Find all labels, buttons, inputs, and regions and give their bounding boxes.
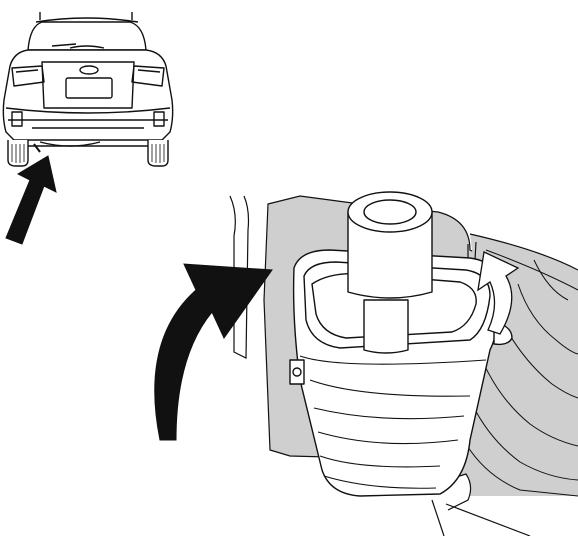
muffler-icon xyxy=(289,191,513,497)
car-rear-icon xyxy=(2,12,174,167)
curved-arrow-icon xyxy=(154,263,273,441)
arrow-icon xyxy=(5,155,57,245)
small-curved-arrow-icon xyxy=(477,251,520,335)
